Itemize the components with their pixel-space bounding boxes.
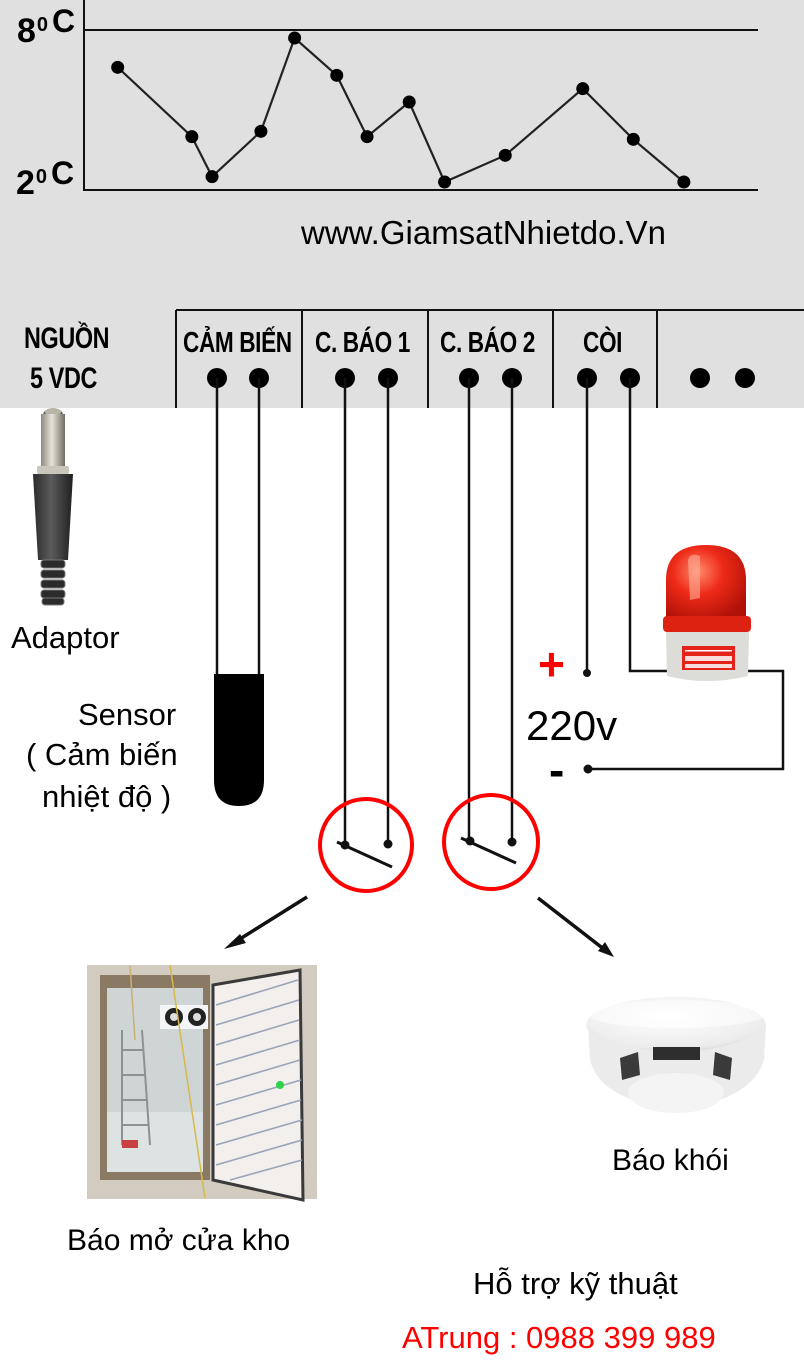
terminal-pins xyxy=(207,368,755,388)
terminal-label-siren: CÒI xyxy=(583,327,623,359)
y-tick-number: 8 xyxy=(17,12,36,50)
temperature-point xyxy=(576,82,590,96)
support-title: Hỗ trợ kỹ thuật xyxy=(473,1266,678,1301)
website-link[interactable]: www.GiamsatNhietdo.Vn xyxy=(301,214,666,251)
adaptor-label: Adaptor xyxy=(11,620,120,655)
temperature-point xyxy=(438,175,452,189)
cold-storage-door-image xyxy=(87,964,317,1202)
sensor-label-line3: nhiệt độ ) xyxy=(42,779,172,814)
plus-sign: + xyxy=(538,638,565,690)
terminal-label-alarm2: C. BÁO 2 xyxy=(440,327,535,359)
sensor-label-line2: ( Cảm biến xyxy=(26,737,178,772)
arrow-to-door xyxy=(224,895,308,949)
temperature-point xyxy=(185,130,199,144)
temperature-point xyxy=(288,31,302,45)
warning-beacon-icon xyxy=(663,545,751,681)
dc-jack-icon xyxy=(33,408,73,606)
temperature-point xyxy=(254,124,268,138)
minus-sign: - xyxy=(549,744,565,796)
door-alarm-label: Báo mở cửa kho xyxy=(67,1224,291,1257)
temperature-point xyxy=(205,170,219,184)
terminal-label-alarm1: C. BÁO 1 xyxy=(315,327,410,359)
minus-terminal xyxy=(583,764,593,774)
smoke-alarm-label: Báo khói xyxy=(612,1144,729,1177)
degree-symbol: 0 xyxy=(36,14,49,36)
controller-panel xyxy=(0,0,804,408)
temperature-point xyxy=(111,60,125,74)
unit-symbol: C xyxy=(51,155,75,191)
siren-wire-to-beacon xyxy=(628,378,668,673)
y-tick-number: 2 xyxy=(16,164,35,202)
temperature-point xyxy=(330,68,344,82)
smoke-detector-icon xyxy=(586,997,766,1113)
sensor-label-line1: Sensor xyxy=(78,697,177,732)
terminal-pin-spare-2[interactable] xyxy=(735,368,755,388)
sensor-probe-icon xyxy=(214,674,264,806)
temperature-point xyxy=(402,95,416,109)
power-label-line1: NGUỒN xyxy=(24,322,110,355)
alarm2-switch xyxy=(442,793,540,891)
temperature-series-line xyxy=(116,36,685,184)
degree-symbol: 0 xyxy=(35,166,48,188)
terminal-label-sensor: CẢM BIẾN xyxy=(183,327,292,359)
arrow-to-smoke-detector xyxy=(536,896,614,957)
alarm1-switch xyxy=(318,797,414,893)
temperature-point xyxy=(677,175,691,189)
support-contact[interactable]: ATrung : 0988 399 989 xyxy=(402,1320,716,1355)
temperature-point xyxy=(498,148,512,162)
temperature-points xyxy=(111,31,691,189)
power-label-line2: 5 VDC xyxy=(30,362,97,395)
temperature-point xyxy=(626,132,640,146)
wires xyxy=(215,378,785,845)
alarm1-switch-highlight xyxy=(318,797,414,893)
voltage-label: 220v xyxy=(526,702,618,749)
temperature-chart xyxy=(83,0,758,191)
terminal-block xyxy=(175,309,804,408)
terminal-pin-spare-1[interactable] xyxy=(690,368,710,388)
temperature-point xyxy=(360,130,374,144)
plus-terminal xyxy=(583,669,591,677)
alarm2-switch-highlight xyxy=(442,793,540,891)
unit-symbol: C xyxy=(52,3,76,39)
beacon-return-wire xyxy=(588,669,785,771)
